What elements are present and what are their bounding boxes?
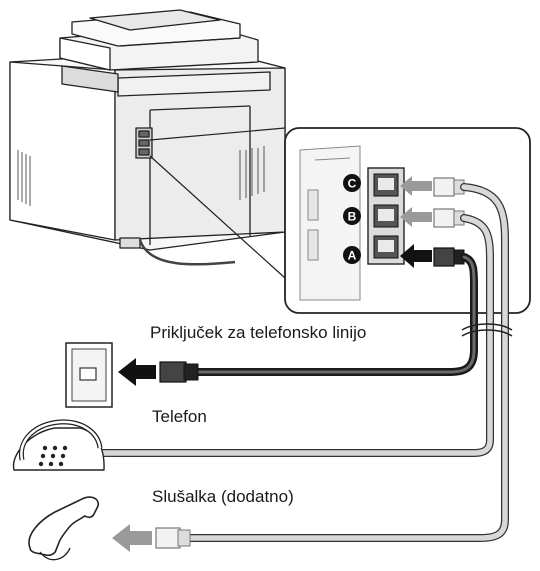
- plug-c: [434, 178, 464, 196]
- caption-line-jack: Priključek za telefonsko linijo: [148, 323, 368, 343]
- printer-illustration: [10, 10, 285, 250]
- port-badge-a: A: [343, 246, 361, 264]
- caption-handset: Slušalka (dodatno): [150, 487, 296, 507]
- caption-telephone: Telefon: [150, 407, 209, 427]
- port-badge-c: C: [343, 174, 361, 192]
- wall-jack: [66, 343, 112, 407]
- handset-icon: [29, 497, 98, 560]
- telephone-icon: [13, 422, 104, 470]
- arrow-wall-jack: [118, 358, 156, 386]
- plug-b: [434, 209, 464, 227]
- port-label-a: A: [348, 249, 357, 263]
- port-label-b: B: [348, 210, 357, 224]
- port-label-c: C: [348, 177, 357, 191]
- arrow-handset: [112, 524, 152, 552]
- plug-wall: [160, 362, 198, 382]
- plug-handset: [156, 528, 190, 548]
- plug-a: [434, 248, 464, 266]
- port-badge-b: B: [343, 207, 361, 225]
